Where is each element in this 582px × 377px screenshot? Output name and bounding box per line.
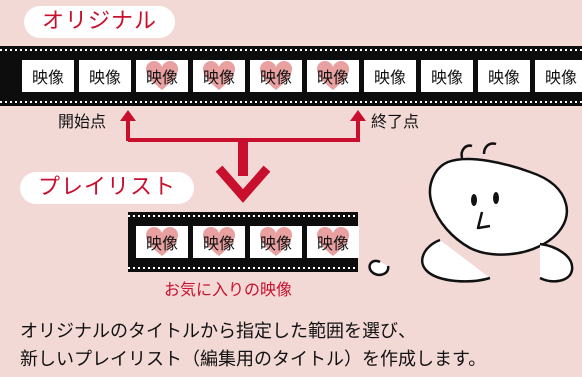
frame-label: 映像 [145,234,178,253]
frame-label: 映像 [544,68,577,87]
frame-label: 映像 [31,68,64,87]
original-frame: 映像 [193,60,245,92]
mascot-icon [368,142,574,283]
original-title: オリジナル [24,6,176,38]
description-line-1: オリジナルのタイトルから指定した範囲を選び、 [20,321,416,342]
heart-icon [260,227,292,256]
original-frames: 映像 映像 映像 映像 映像 映像 映像 映像 映像 映像 [22,60,582,92]
original-frame: 映像 [478,60,530,92]
film-perforations [0,49,582,103]
playlist-title: プレイリスト [20,172,195,204]
frame-label: 映像 [259,68,292,87]
playlist-frame: 映像 [250,226,302,258]
original-frame: 映像 [307,60,359,92]
playlist-frame: 映像 [136,226,188,258]
frame-label: 映像 [373,68,406,87]
original-frame: 映像 [79,60,131,92]
heart-icon [203,61,235,90]
frame-label: 映像 [259,234,292,253]
playlist-film-strip: 映像 映像 映像 映像 [128,212,359,272]
frame-label: 映像 [202,68,235,87]
frame-label: 映像 [487,68,520,87]
frame-label: 映像 [145,68,178,87]
original-frame: 映像 [535,60,582,92]
start-arrow-icon [120,110,136,141]
heart-icon [317,227,349,256]
original-film-strip: 映像 映像 映像 映像 映像 映像 映像 映像 映像 映像 [0,46,582,106]
heart-icon [146,61,178,90]
playlist-frame: 映像 [193,226,245,258]
original-frame: 映像 [250,60,302,92]
frame-label: 映像 [316,234,349,253]
frame-label: 映像 [316,68,349,87]
end-arrow-icon [350,110,366,141]
frame-label: 映像 [202,234,235,253]
down-arrow-icon [215,140,271,203]
playlist-perforations [128,215,358,269]
description: オリジナルのタイトルから指定した範囲を選び、 新しいプレイリスト（編集用のタイト… [20,318,486,374]
frame-label: 映像 [430,68,463,87]
original-frame: 映像 [421,60,473,92]
start-point-label: 開始点 [58,112,107,131]
heart-icon [203,227,235,256]
heart-icon [260,61,292,90]
original-frame: 映像 [136,60,188,92]
favorite-caption: お気に入りの映像 [164,280,293,299]
original-frame: 映像 [364,60,416,92]
playlist-frame: 映像 [307,226,359,258]
end-point-label: 終了点 [371,112,420,131]
heart-icon [317,61,349,90]
description-line-2: 新しいプレイリスト（編集用のタイトル）を作成します。 [20,349,487,370]
heart-icon [146,227,178,256]
playlist-frames: 映像 映像 映像 映像 [136,226,364,258]
frame-label: 映像 [88,68,121,87]
original-frame: 映像 [22,60,74,92]
